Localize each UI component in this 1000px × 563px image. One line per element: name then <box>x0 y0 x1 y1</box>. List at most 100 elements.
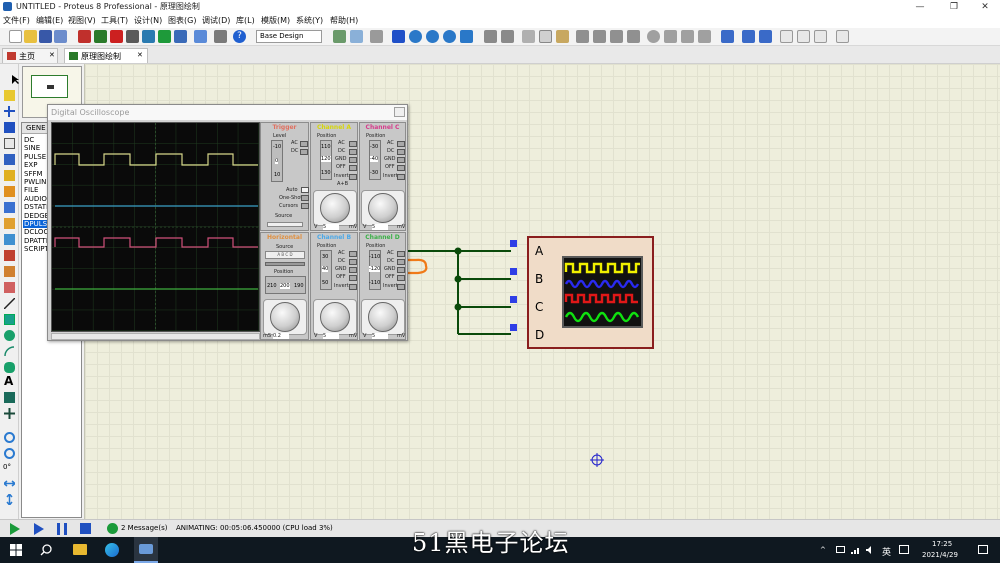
tab-home[interactable]: 主页 ✕ <box>2 48 58 63</box>
trigger-dc-button[interactable] <box>300 149 308 155</box>
close-button[interactable]: ✕ <box>981 2 989 12</box>
list-item[interactable]: DPATTE <box>24 236 51 245</box>
horizontal-timebase-knob[interactable] <box>270 302 300 332</box>
edge-browser-icon[interactable] <box>105 543 119 557</box>
home-icon[interactable] <box>78 30 91 43</box>
messages-icon[interactable] <box>107 523 118 534</box>
clock-time[interactable]: 17:25 <box>932 540 953 548</box>
block-rotate-icon[interactable] <box>610 30 623 43</box>
grid-icon[interactable] <box>350 30 363 43</box>
paste-icon[interactable] <box>556 30 569 43</box>
minimize-button[interactable]: — <box>915 2 925 12</box>
channel-c-gnd-button[interactable] <box>397 157 405 163</box>
trigger-source-selector[interactable] <box>267 222 303 227</box>
remove-sheet-icon[interactable] <box>797 30 810 43</box>
settings-icon[interactable] <box>214 30 227 43</box>
generator-icon[interactable] <box>4 250 15 261</box>
exit-parent-icon[interactable] <box>814 30 827 43</box>
oscilloscope-window[interactable]: Digital Oscilloscope Trigger Level -10 0 <box>47 104 408 341</box>
bom-icon[interactable] <box>158 30 171 43</box>
channel-b-gnd-button[interactable] <box>349 267 357 273</box>
channel-c-scale-knob[interactable] <box>368 193 398 223</box>
line-icon[interactable] <box>3 297 16 310</box>
maximize-button[interactable]: ❐ <box>949 2 959 12</box>
package-tool-icon[interactable] <box>681 30 694 43</box>
text-icon[interactable]: A <box>4 374 14 388</box>
list-item[interactable]: DC <box>24 136 35 144</box>
trigger-cursors-button[interactable] <box>301 203 309 209</box>
scope-scrollbar[interactable] <box>51 333 260 340</box>
channel-a-off-button[interactable] <box>349 165 357 171</box>
redo-icon[interactable] <box>501 30 514 43</box>
marker-icon[interactable] <box>4 408 15 419</box>
channel-b-scale-knob[interactable] <box>320 302 350 332</box>
list-item[interactable]: SINE <box>24 144 41 153</box>
channel-a-ac-button[interactable] <box>349 141 357 147</box>
windows-start-icon[interactable] <box>10 544 22 556</box>
network-icon[interactable] <box>851 546 861 554</box>
graph-icon[interactable] <box>4 218 15 229</box>
ime-indicator[interactable]: 英 <box>882 548 892 558</box>
channel-d-scale-knob[interactable] <box>368 302 398 332</box>
list-item[interactable]: PULSE <box>24 152 47 161</box>
vsm-icon[interactable] <box>194 30 207 43</box>
gerber-icon[interactable] <box>142 30 155 43</box>
tray-app-icon[interactable] <box>836 546 845 553</box>
search-icon[interactable] <box>40 544 52 556</box>
clock-date[interactable]: 2021/4/29 <box>922 551 958 559</box>
symbol-icon[interactable] <box>4 392 15 403</box>
cut-icon[interactable] <box>522 30 535 43</box>
menu-library[interactable]: 库(L) <box>236 16 255 25</box>
terminals-icon[interactable] <box>4 186 15 197</box>
mirror-x-icon[interactable] <box>3 478 16 489</box>
annotate-icon[interactable] <box>836 30 849 43</box>
pan-icon[interactable] <box>392 30 405 43</box>
new-sheet-icon[interactable] <box>780 30 793 43</box>
menu-template[interactable]: 模版(M) <box>261 16 291 25</box>
box-icon[interactable] <box>4 314 15 325</box>
step-icon[interactable] <box>34 523 44 535</box>
arc-icon[interactable] <box>4 346 15 357</box>
design-select[interactable]: Base Design <box>256 30 322 43</box>
search-tag-icon[interactable] <box>742 30 755 43</box>
channel-a-invert-button[interactable] <box>349 174 357 180</box>
print-icon[interactable] <box>54 30 67 43</box>
horizontal-source-slider[interactable] <box>265 262 305 266</box>
channel-b-off-button[interactable] <box>349 275 357 281</box>
channel-c-ac-button[interactable] <box>397 141 405 147</box>
menu-view[interactable]: 视图(V) <box>68 16 96 25</box>
list-item[interactable]: PWLIN <box>24 178 47 186</box>
pick-device-icon[interactable] <box>647 30 660 43</box>
volume-icon[interactable] <box>866 546 875 554</box>
wire-autorouter-icon[interactable] <box>721 30 734 43</box>
channel-b-ac-button[interactable] <box>349 251 357 257</box>
list-item[interactable]: SFFM <box>24 169 43 178</box>
block-delete-icon[interactable] <box>627 30 640 43</box>
decompose-icon[interactable] <box>698 30 711 43</box>
current-probe-icon[interactable] <box>4 282 15 293</box>
channel-a-gnd-button[interactable] <box>349 157 357 163</box>
bus-icon[interactable] <box>4 154 15 165</box>
menu-debug[interactable]: 调试(D) <box>202 16 231 25</box>
selection-mode-icon[interactable] <box>4 74 19 85</box>
tray-chevron-icon[interactable]: ^ <box>820 546 826 554</box>
menu-system[interactable]: 系统(Y) <box>296 16 324 25</box>
horizontal-position-slider[interactable]: 210 200 190 <box>265 276 306 294</box>
stop-icon[interactable] <box>80 523 91 534</box>
trigger-auto-checkbox[interactable] <box>301 187 309 193</box>
play-icon[interactable] <box>10 523 20 535</box>
device-pins-icon[interactable] <box>4 202 15 213</box>
subcircuit-icon[interactable] <box>4 170 15 181</box>
wire-label-icon[interactable] <box>4 122 15 133</box>
file-explorer-icon[interactable] <box>73 544 87 555</box>
proteus-taskbar-button[interactable] <box>134 537 158 563</box>
property-tool-icon[interactable] <box>759 30 772 43</box>
list-item[interactable]: EXP <box>24 161 38 170</box>
zoom-out-icon[interactable] <box>426 30 439 43</box>
channel-b-dc-button[interactable] <box>349 259 357 265</box>
list-item[interactable]: AUDIO <box>24 194 47 203</box>
make-device-icon[interactable] <box>664 30 677 43</box>
tape-recorder-icon[interactable] <box>4 234 15 245</box>
pcb-icon[interactable] <box>110 30 123 43</box>
notification-icon[interactable] <box>978 545 988 554</box>
